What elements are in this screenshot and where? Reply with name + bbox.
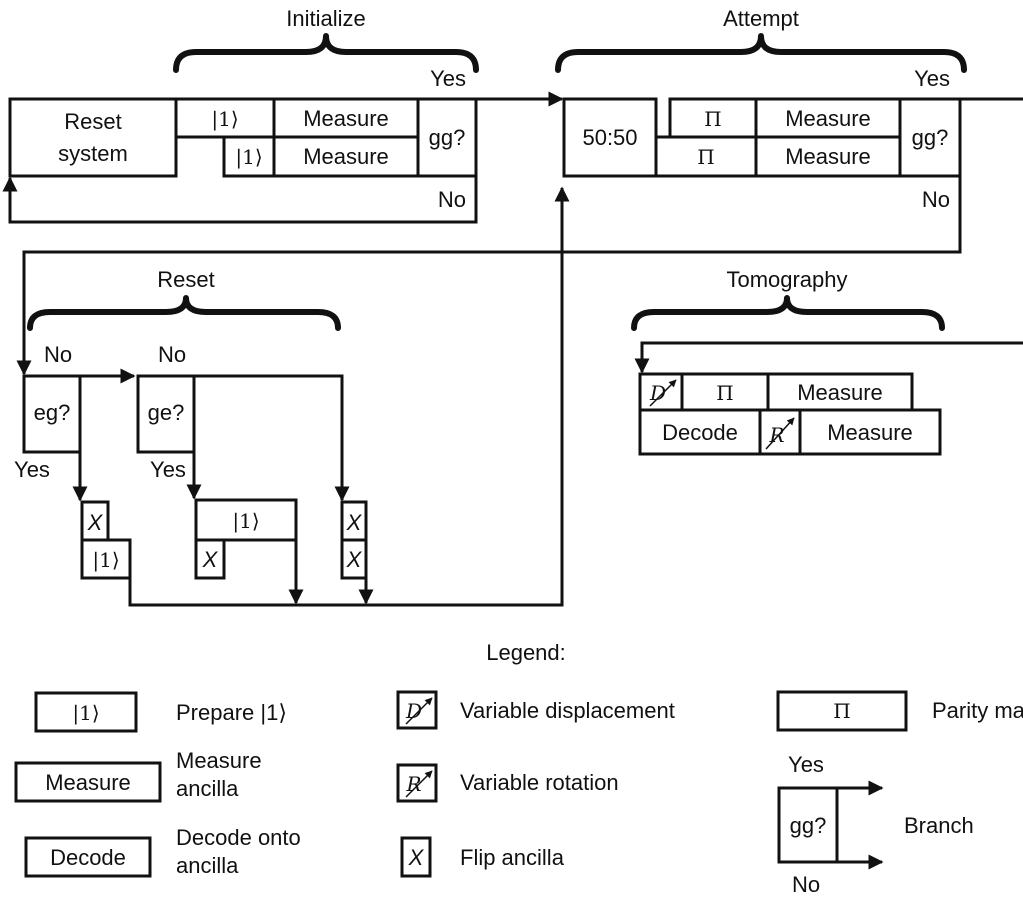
- reset-yes-label-2: Yes: [150, 457, 186, 482]
- measure-bottom-label: Measure: [303, 144, 389, 169]
- tomography-entry-arrow: [634, 341, 1023, 374]
- tomography-title: Tomography: [726, 267, 847, 292]
- measure-bottom-box: [272, 135, 420, 178]
- attempt-no-path: [16, 176, 962, 376]
- attempt-yes-label: Yes: [914, 66, 950, 91]
- measure-top-label: Measure: [303, 106, 389, 131]
- legend-branch-yes: Yes: [788, 752, 824, 777]
- prepare-b-label: |1⟩: [232, 509, 259, 534]
- gg-check-label: gg?: [429, 125, 466, 150]
- initialize-yes-label: Yes: [430, 66, 466, 91]
- legend-rotation-symbol: [396, 763, 438, 803]
- prepare-a-label: |1⟩: [92, 548, 119, 573]
- reset-return-path: [128, 186, 570, 607]
- flip-c-label: X: [346, 510, 363, 535]
- flip-d-box: [340, 538, 368, 580]
- attempt-no-label: No: [922, 187, 950, 212]
- initialize-no-loop: [2, 176, 478, 224]
- legend-prepare-symbol-text: |1⟩: [72, 701, 99, 726]
- parity-top-label: Π: [704, 107, 721, 131]
- reset-title: Reset: [157, 267, 214, 292]
- mix-label: 50:50: [582, 125, 637, 150]
- svg-text:D: D: [405, 699, 422, 723]
- attempt-measure-bottom-label: Measure: [785, 144, 871, 169]
- tomo-parity-label: Π: [716, 381, 733, 405]
- legend-prepare-label: Prepare |1⟩: [176, 700, 287, 725]
- legend-flip-symbol-text: X: [408, 845, 425, 870]
- ge-check-box: [136, 374, 196, 454]
- attempt-measure-top-label: Measure: [785, 106, 871, 131]
- legend-decode-label-2: ancilla: [176, 853, 239, 878]
- prepare-b-box: [194, 498, 298, 542]
- tomo-measure-top-box: [766, 372, 914, 412]
- prepare-bottom-box: [222, 135, 276, 178]
- legend-decode-label-1: Decode onto: [176, 825, 301, 850]
- initialize-title: Initialize: [286, 6, 365, 31]
- legend-parity-symbol-text: Π: [833, 699, 850, 723]
- legend-prepare-symbol: [34, 691, 138, 733]
- attempt-measure-bottom-box: [754, 135, 902, 178]
- legend-title: Legend:: [486, 640, 566, 665]
- initialize-no-label: No: [438, 187, 466, 212]
- tomo-decode-label: Decode: [662, 420, 738, 445]
- flip-a-label: X: [87, 510, 104, 535]
- prepare-a-box: [80, 538, 132, 580]
- legend-decode-symbol-text: Decode: [50, 845, 126, 870]
- legend-variable-displacement-icon: D: [405, 697, 433, 725]
- legend-measure-label-2: ancilla: [176, 776, 239, 801]
- attempt-gg-check-box: [898, 97, 962, 178]
- legend-parity-label: Parity map: [932, 698, 1023, 723]
- eg-check-box: [22, 374, 82, 454]
- legend-variable-rotation-icon: R: [405, 770, 433, 798]
- svg-text:R: R: [405, 772, 421, 796]
- flip-a-box: [80, 500, 110, 542]
- legend-parity-symbol: [776, 690, 908, 732]
- legend-flip-label: Flip ancilla: [460, 845, 565, 870]
- flip-b-box: [194, 538, 226, 580]
- parity-bottom-label: Π: [697, 145, 714, 169]
- gg-check-box: [416, 97, 478, 178]
- attempt-gg-check-label: gg?: [912, 125, 949, 150]
- ge-check-label: ge?: [148, 400, 185, 425]
- reset-no-label-2: No: [158, 342, 186, 367]
- svg-text:D: D: [649, 381, 666, 405]
- reset-no-label-1: No: [44, 342, 72, 367]
- reset-brace: [27, 295, 341, 331]
- legend-displacement-label: Variable displacement: [460, 698, 675, 723]
- legend-measure-label-1: Measure: [176, 748, 262, 773]
- legend-branch-label: Branch: [904, 813, 974, 838]
- legend-measure-symbol: [14, 761, 162, 803]
- reset-system-label-1: Reset: [64, 109, 121, 134]
- reset-system-box: [8, 97, 178, 178]
- tomo-measure-top-label: Measure: [797, 380, 883, 405]
- attempt-title: Attempt: [723, 6, 799, 31]
- flip-b-label: X: [202, 547, 219, 572]
- legend-measure-symbol-text: Measure: [45, 770, 131, 795]
- legend-rotation-label: Variable rotation: [460, 770, 619, 795]
- eg-check-label: eg?: [34, 400, 71, 425]
- ge-no-path: [194, 374, 350, 502]
- reset-system-label-2: system: [58, 141, 128, 166]
- variable-rotation-icon: R: [765, 417, 795, 450]
- variable-displacement-icon: D: [649, 379, 677, 407]
- flip-d-label: X: [346, 547, 363, 572]
- prepare-top-label: |1⟩: [211, 107, 238, 132]
- legend-branch-box: [777, 786, 839, 864]
- tomo-measure-bottom-label: Measure: [827, 420, 913, 445]
- attempt-brace: [555, 33, 967, 73]
- legend-flip-symbol: [400, 836, 432, 878]
- legend-branch-no: No: [792, 872, 820, 897]
- tomography-brace: [631, 295, 945, 331]
- legend-decode-symbol: [24, 836, 152, 878]
- prepare-bottom-label: |1⟩: [235, 145, 262, 170]
- reset-yes-label-1: Yes: [14, 457, 50, 482]
- initialize-brace: [173, 33, 479, 73]
- tomo-decode-box: [638, 408, 762, 456]
- tomo-measure-bottom-box: [798, 408, 942, 456]
- legend-branch-check: gg?: [790, 813, 827, 838]
